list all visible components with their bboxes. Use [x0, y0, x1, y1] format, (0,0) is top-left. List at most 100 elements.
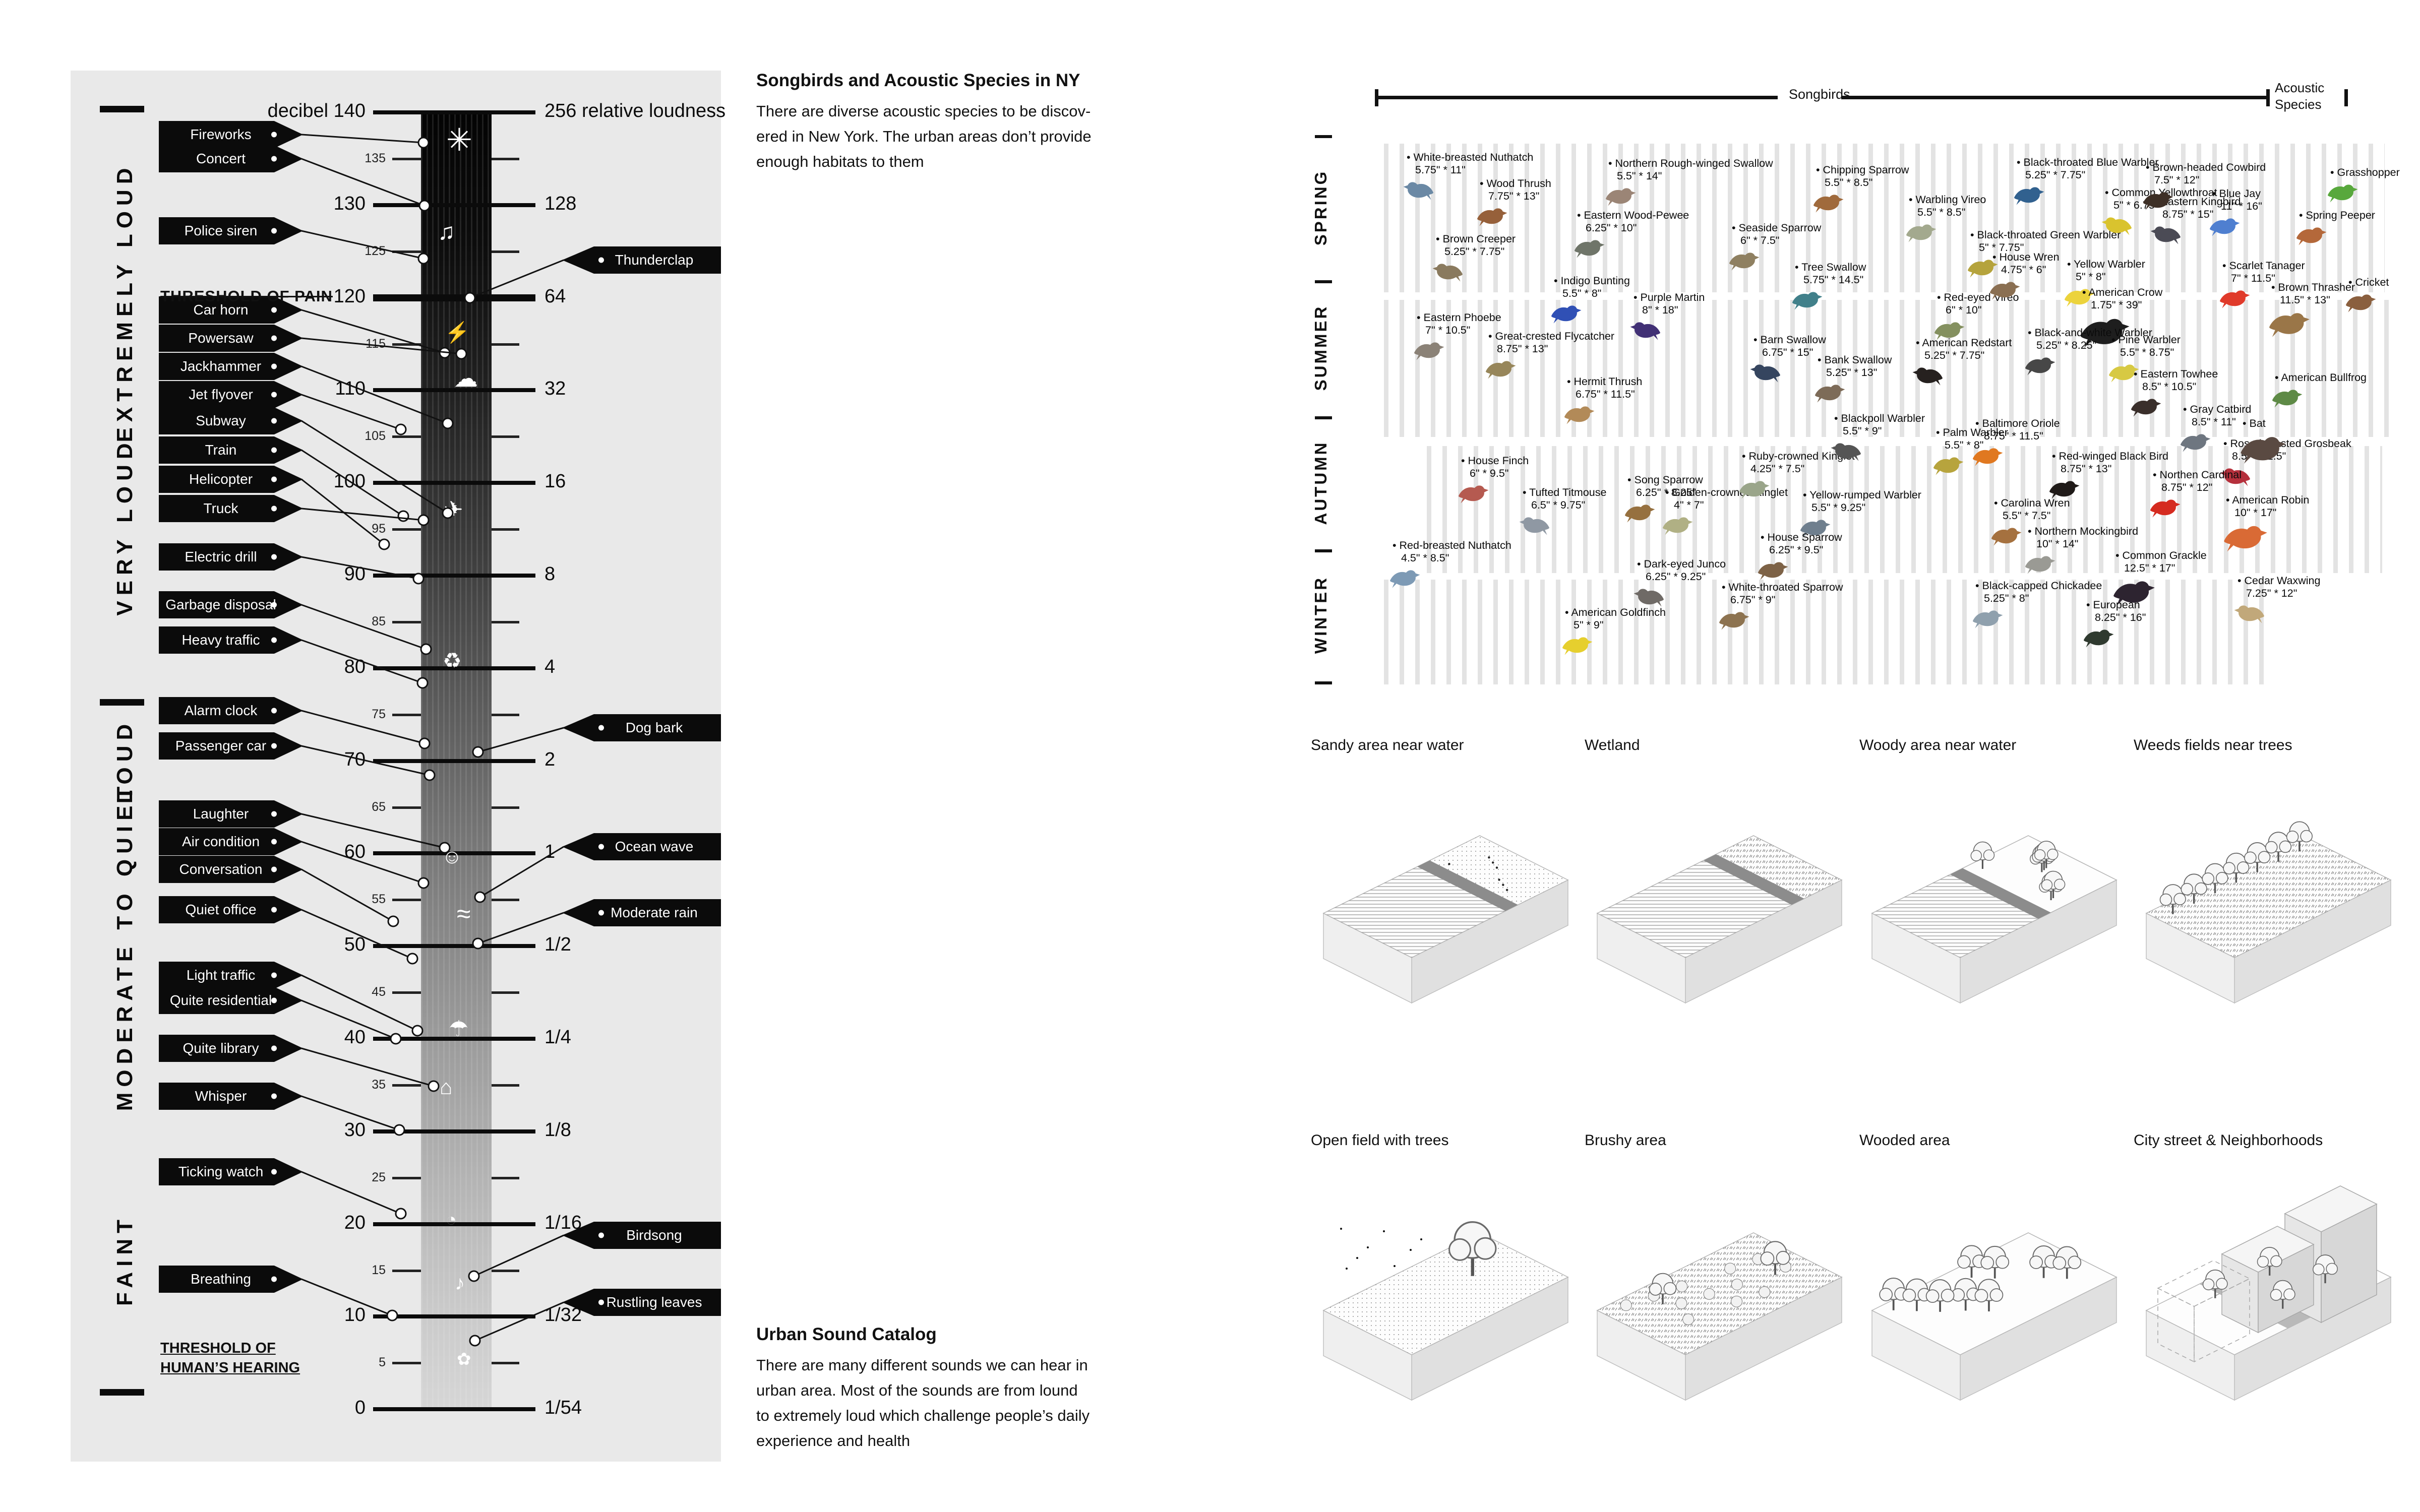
- bird-silhouette: [1814, 385, 1845, 403]
- habitat-label-city-street-neighborhoods: City street & Neighborhoods: [2134, 1132, 2323, 1149]
- bird-silhouette: [2108, 364, 2139, 383]
- bird-name: • Purple Martin: [1634, 291, 1705, 303]
- acoustic-line2: Species: [2275, 97, 2322, 112]
- bird-illustration: [2143, 192, 2173, 210]
- minor-tick-right-25: [492, 1176, 519, 1179]
- bird-illustration: [1662, 517, 1693, 535]
- bird-silhouette: [1389, 570, 1420, 588]
- leader-line: [301, 745, 430, 776]
- bird-size: 4.25" * 7.5": [1750, 463, 1805, 475]
- concert-icon: ♫: [438, 218, 455, 244]
- tag-quiet-office: Quiet office: [159, 896, 303, 923]
- bird-size: 8" * 18": [1642, 304, 1678, 316]
- bird-name: • Red-breasted Nuthatch: [1393, 539, 1511, 551]
- marker-dot: [418, 200, 431, 212]
- tag-dot: [271, 866, 277, 872]
- habitat-face: [1417, 860, 1518, 911]
- bird-silhouette: [1758, 562, 1788, 580]
- leader-line: [301, 868, 394, 922]
- bird-size: 5.5" * 14": [1617, 170, 1662, 182]
- bird-illustration: [1519, 517, 1550, 535]
- habitat-face: [1950, 868, 2051, 919]
- bird-size: 5.25" * 13": [1826, 366, 1878, 379]
- bush-icon: [1703, 1288, 1715, 1300]
- bird-name: • Dark-eyed Junco: [1637, 558, 1726, 570]
- bird-illustration: [1750, 364, 1781, 383]
- tag-alarm-clock: Alarm clock: [159, 697, 303, 724]
- tree-icon: [1760, 1241, 1790, 1275]
- marker-dot: [472, 746, 484, 758]
- bird-silhouette: [1519, 517, 1550, 535]
- bird-spring-peeper: • Spring Peeper: [2296, 209, 2375, 247]
- bird-illustration: [1972, 610, 2003, 628]
- tag-dot: [271, 1169, 277, 1175]
- bird-silhouette: [1414, 342, 1444, 360]
- header-songbirds-label: Songbirds: [1789, 87, 1850, 102]
- db-label-120: 120: [333, 285, 366, 307]
- header-bracket-tick-1: [1375, 89, 1378, 106]
- db-label-40: 40: [344, 1027, 366, 1048]
- bird-name: • Carolina Wren: [1994, 497, 2070, 509]
- bird-silhouette: [2209, 218, 2240, 236]
- marker-dot: [424, 769, 436, 781]
- tag-fireworks: Fireworks: [159, 121, 303, 148]
- bird-size: 8.75" * 15": [2162, 208, 2214, 220]
- marker-dot: [386, 1309, 398, 1321]
- bird-illustration: [1624, 505, 1655, 523]
- marker-dot: [395, 1208, 407, 1220]
- bird-illustration: [2241, 437, 2286, 464]
- bush-icon: [1675, 1297, 1687, 1309]
- minor-label-55: 55: [372, 892, 386, 907]
- bird-size: 6" * 9.5": [1470, 467, 1509, 479]
- threshold-of-pain-label: THRESHOLD OF PAIN: [160, 287, 333, 305]
- bird-size: 5.5" * 8": [1945, 439, 1984, 451]
- bird-size: 6.25" * 8.25": [1636, 486, 1697, 498]
- bird-size: 10" * 17": [2234, 507, 2277, 519]
- tree-icon: [1448, 1221, 1497, 1276]
- bird-size: 7" * 10.5": [1425, 324, 1471, 336]
- bird-size: 5" * 8": [2076, 271, 2106, 283]
- bird-name: • Indigo Bunting: [1554, 275, 1630, 287]
- outro-title: Urban Sound Catalog: [756, 1325, 937, 1344]
- habitat-label-wooded-area: Wooded area: [1859, 1132, 1950, 1149]
- bird-size: 5.25" * 7.75": [1924, 349, 1985, 361]
- leader-line: [301, 309, 445, 354]
- marker-dot: [390, 1033, 402, 1045]
- bird-name: • Spring Peeper: [2299, 209, 2375, 221]
- bird-illustration: [1800, 520, 1831, 538]
- minor-label-45: 45: [372, 985, 386, 999]
- marker-dot: [472, 937, 484, 950]
- db-line-20: [373, 1222, 535, 1226]
- loudness-label-130: 128: [544, 193, 577, 214]
- tag-dot: [271, 476, 277, 482]
- bird-size: 6.25" * 10": [1586, 222, 1637, 234]
- habitat-face: [1716, 836, 1842, 899]
- leader-line: [301, 710, 425, 744]
- loudness-label-70: 2: [544, 748, 556, 770]
- bird-american-bullfrog: • American Bullfrog: [2272, 371, 2367, 409]
- bird-size: 5.5" * 9": [1843, 425, 1882, 437]
- stripe-band-2: [1384, 300, 2390, 437]
- bird-name: • Black-capped Chickadee: [1975, 580, 2102, 592]
- bird-silhouette: [2080, 319, 2130, 348]
- minor-label-35: 35: [372, 1077, 386, 1092]
- bird-size: 6.75" * 9": [1730, 594, 1776, 606]
- tag-air-condition: Air condition: [159, 828, 303, 855]
- db-line-80: [373, 666, 535, 670]
- loudness-label-120: 64: [544, 285, 566, 307]
- bird-name: • Cedar Waxwing: [2237, 575, 2321, 587]
- tree-icon: [2313, 1254, 2338, 1284]
- habitat-diagram-brushy: [1596, 1232, 1843, 1401]
- bird-silhouette: [1634, 589, 1664, 607]
- minor-tick-left-135: [392, 157, 421, 160]
- minor-tick-left-85: [392, 620, 421, 623]
